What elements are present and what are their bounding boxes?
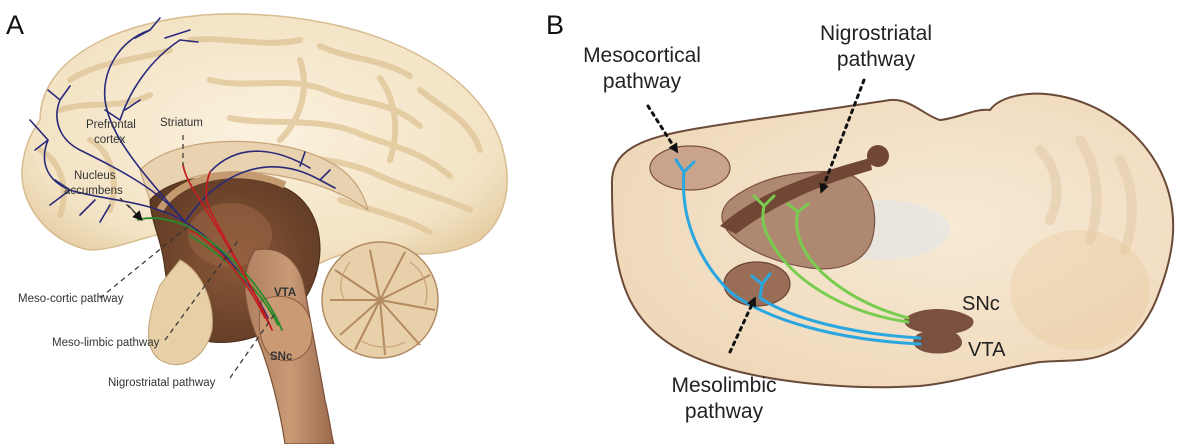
vta-nucleus bbox=[913, 329, 962, 353]
label-mesocortical-1: Mesocortical bbox=[583, 44, 701, 67]
label-vta-a: VTA bbox=[274, 287, 296, 299]
label-nucleus-1: Nucleus bbox=[74, 170, 116, 182]
label-nigrostriatal-pathway: Nigrostriatal pathway bbox=[108, 377, 216, 389]
label-mesolimbic-2: pathway bbox=[685, 400, 764, 423]
label-snc-a: SNc bbox=[270, 351, 293, 363]
label-nucleus-2: accumbens bbox=[64, 185, 123, 197]
panel-a-letter: A bbox=[6, 10, 24, 40]
nigrostriatal-projection-end bbox=[867, 145, 889, 167]
panel-b: B bbox=[546, 10, 1173, 423]
panel-b-letter: B bbox=[546, 10, 564, 40]
label-vta-b: VTA bbox=[968, 339, 1006, 361]
label-nigrostriatal-1: Nigrostriatal bbox=[820, 22, 932, 45]
label-mesolimbic-1: Mesolimbic bbox=[671, 374, 776, 397]
panel-a: A bbox=[6, 10, 507, 444]
label-mesolimbic-pathway: Meso-limbic pathway bbox=[52, 337, 160, 349]
label-snc-b: SNc bbox=[962, 293, 1000, 315]
label-mesocortical-2: pathway bbox=[603, 70, 682, 93]
rat-brain-shading bbox=[1010, 230, 1150, 350]
cerebellum bbox=[322, 242, 438, 358]
label-mesocortic-pathway: Meso-cortic pathway bbox=[18, 293, 124, 305]
label-prefrontal-cortex-2: cortex bbox=[94, 134, 126, 146]
label-striatum: Striatum bbox=[160, 117, 203, 129]
nucleus-accumbens bbox=[724, 262, 790, 306]
label-prefrontal-cortex-1: Prefrontal bbox=[86, 119, 136, 131]
label-nigrostriatal-2: pathway bbox=[837, 48, 916, 71]
